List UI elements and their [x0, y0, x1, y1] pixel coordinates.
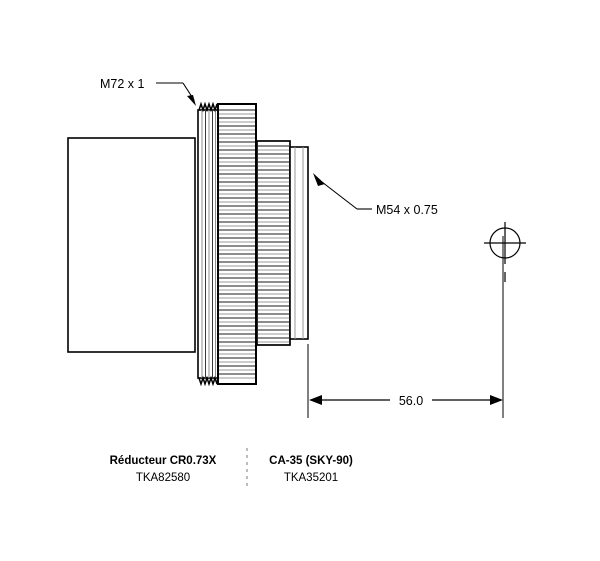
m54-annotation: M54 x 0.75 — [313, 173, 438, 217]
caption-right-part-number: TKA35201 — [284, 472, 338, 484]
caption-left-part-number: TKA82580 — [136, 472, 190, 484]
center-cross-circle-icon — [484, 222, 526, 282]
thread-teeth-top — [198, 101, 219, 113]
m72-label-text: M72 x 1 — [100, 77, 145, 91]
m54-mount-cylinder — [289, 146, 309, 340]
caption-right: CA-35 (SKY-90) TKA35201 — [269, 455, 353, 484]
m54-label-text: M54 x 0.75 — [376, 203, 438, 217]
dimension-value-text: 56.0 — [399, 394, 423, 408]
knurl-hatching-primary — [219, 109, 255, 379]
caption-right-name: CA-35 (SKY-90) — [269, 455, 353, 467]
caption-left: Réducteur CR0.73X TKA82580 — [110, 455, 217, 484]
m72-leader-arrowhead — [187, 95, 196, 106]
m54-leader-arrowhead — [313, 173, 325, 186]
length-dimension: 56.0 — [307, 236, 504, 418]
knurled-ring-primary — [217, 103, 257, 385]
knurled-ring-secondary — [256, 140, 291, 346]
m54-cylinder-outline — [289, 146, 309, 340]
dimension-arrow-right — [490, 395, 503, 405]
m72-annotation: M72 x 1 — [100, 77, 196, 106]
m54-leader-diagonal — [321, 181, 358, 210]
knurled-ring-secondary-outline — [256, 140, 291, 346]
caption-left-name: Réducteur CR0.73X — [110, 455, 217, 467]
thread-teeth-bottom — [198, 375, 219, 387]
knurled-ring-primary-outline — [217, 103, 257, 385]
dimension-arrow-left — [309, 395, 322, 405]
lens-barrel-body — [67, 137, 196, 353]
knurl-hatching-secondary — [258, 145, 289, 343]
m72-threaded-collar — [197, 101, 219, 387]
barrel-outline — [67, 137, 196, 353]
